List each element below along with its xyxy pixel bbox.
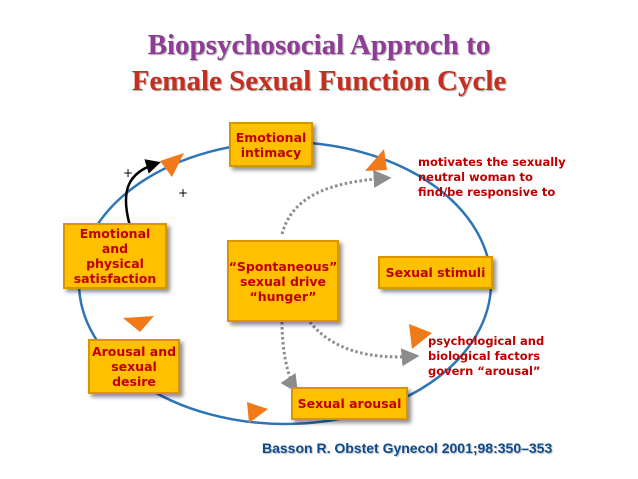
title-line-1: Biopsychosocial Approch to: [147, 29, 491, 61]
title-line-2: Female Sexual Function Cycle: [131, 65, 507, 97]
cycle-arrowhead: [409, 324, 432, 349]
cycle-arrowhead: [365, 149, 387, 171]
box-spontaneous-drive: “Spontaneous” sexual drive “hunger”: [227, 240, 339, 322]
box-satisfaction: Emotional and physical satisfaction: [63, 223, 167, 289]
note-motivates: motivates the sexually neutral woman to …: [418, 155, 566, 199]
note-psychological-factors: psychological and biological factors gov…: [428, 334, 545, 378]
box-arousal-desire: Arousal and sexual desire: [88, 339, 180, 394]
dotted-arrow-to-motivation: [280, 169, 392, 235]
box-emotional-intimacy: Emotional intimacy: [229, 122, 313, 167]
dotted-arrow-to-factors: [308, 321, 420, 367]
box-sexual-stimuli: Sexual stimuli: [378, 256, 493, 289]
box-sexual-arousal: Sexual arousal: [291, 387, 408, 420]
feedback-arc: [124, 159, 161, 227]
cycle-arrowhead: [160, 153, 184, 177]
cycle-arrowhead: [123, 316, 154, 332]
cycle-arrowhead: [247, 402, 268, 423]
plus-sign-2: +: [178, 186, 189, 200]
citation: Basson R. Obstet Gynecol 2001;98:350–353: [262, 440, 553, 456]
dotted-arrow-to-arousal: [280, 321, 298, 393]
plus-sign-1: +: [123, 166, 134, 180]
